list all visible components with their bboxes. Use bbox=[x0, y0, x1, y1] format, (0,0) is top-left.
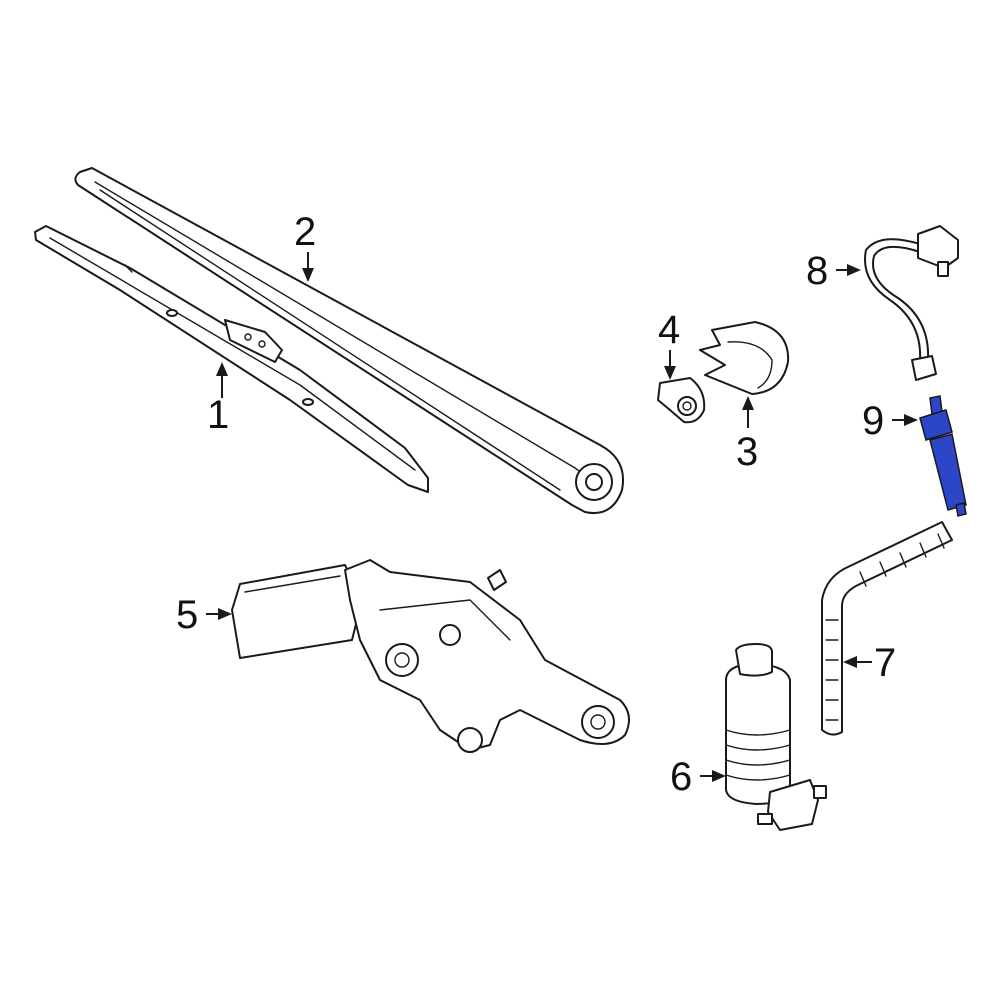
part-4-clip[interactable] bbox=[657, 377, 706, 424]
callout-6: 6 bbox=[670, 755, 692, 799]
part-2-wiper-arm[interactable] bbox=[74, 167, 624, 514]
part-3-cap[interactable] bbox=[699, 321, 790, 395]
part-9-washer-nozzle[interactable] bbox=[919, 395, 967, 517]
callout-8: 8 bbox=[806, 249, 828, 293]
callout-7: 7 bbox=[874, 641, 896, 685]
part-8-hose[interactable] bbox=[864, 225, 959, 381]
callout-4: 4 bbox=[658, 308, 680, 352]
callout-2: 2 bbox=[294, 210, 316, 254]
leader-arrows bbox=[206, 252, 918, 782]
callout-3: 3 bbox=[736, 430, 758, 474]
callout-9: 9 bbox=[862, 399, 884, 443]
part-6-washer-pump[interactable] bbox=[725, 643, 827, 831]
callout-1: 1 bbox=[207, 393, 229, 437]
part-1-wiper-blade[interactable] bbox=[34, 225, 429, 493]
callout-5: 5 bbox=[176, 593, 198, 637]
part-5-wiper-motor[interactable] bbox=[231, 559, 630, 753]
part-7-washer-hose[interactable] bbox=[821, 521, 953, 736]
